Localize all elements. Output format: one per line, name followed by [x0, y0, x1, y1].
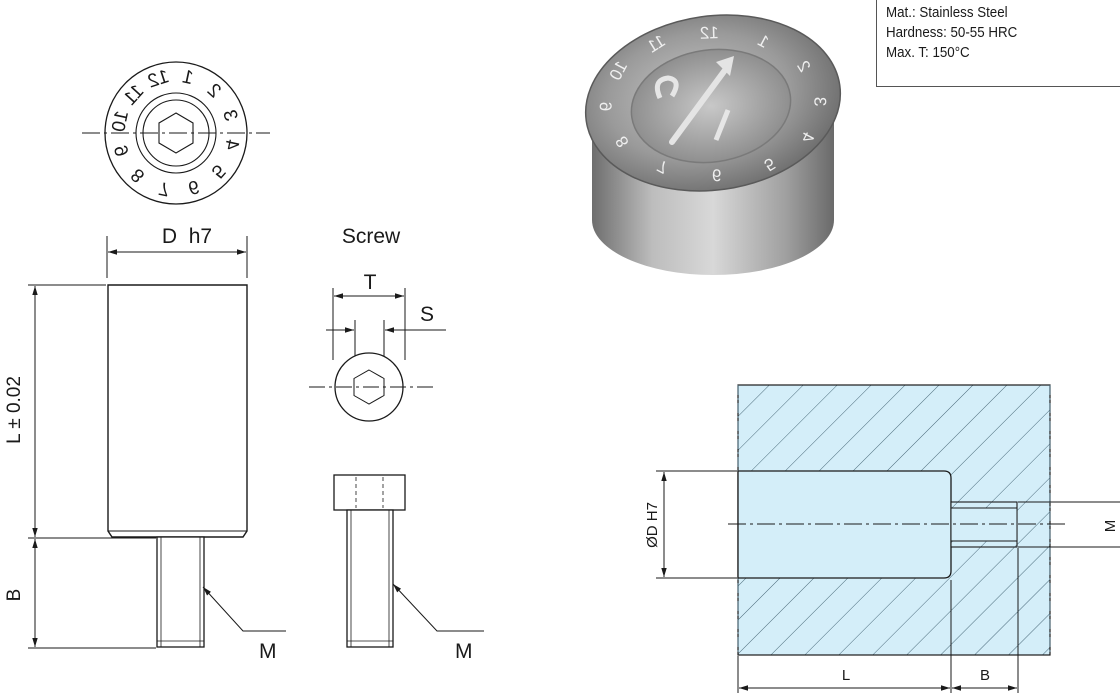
screw-thread-label: M	[455, 640, 473, 663]
pin-side-view: D h7 L ± 0.02 B M	[4, 225, 286, 663]
hardness-spec: Hardness: 50-55 HRC	[886, 25, 1018, 41]
dial-number: 5	[207, 160, 230, 182]
dial-number: 3	[218, 107, 241, 124]
photo-stamp-number: 6	[712, 165, 722, 184]
hex-socket-icon	[158, 112, 194, 154]
photo-stamp-number: 3	[810, 97, 829, 107]
dial-number: 7	[157, 177, 172, 200]
thread-label: M	[259, 640, 277, 663]
dial-number: 9	[111, 142, 134, 159]
bore-label: ØD H7	[644, 502, 661, 548]
length-label: L ± 0.02	[4, 376, 25, 444]
dial-number: 4	[220, 137, 243, 152]
dial-number: 1	[180, 66, 195, 89]
screw-title: Screw	[342, 225, 401, 248]
head-label: T	[364, 271, 377, 294]
mounting-section-view: ØD H7 M L B	[644, 384, 1120, 693]
diameter-label: D h7	[162, 225, 212, 248]
section-length-label: L	[842, 667, 850, 684]
screw-view: Screw T S M	[309, 225, 484, 663]
max-temp-spec: Max. T: 150°C	[886, 45, 970, 61]
screw-hex-socket-icon	[353, 369, 385, 405]
dial-number: 6	[185, 175, 202, 198]
thread-length-label: B	[4, 589, 25, 602]
spec-box: Mat.: Stainless Steel Hardness: 50-55 HR…	[876, 0, 1120, 87]
dial-number: 10	[108, 109, 133, 134]
socket-label: S	[420, 303, 434, 326]
material-spec: Mat.: Stainless Steel	[886, 5, 1008, 21]
photo-arrow-icon	[654, 56, 734, 145]
photo-stamp-number: 9	[596, 101, 615, 111]
photo-stamp-number: 12	[699, 23, 719, 43]
section-thread-label: M	[1102, 520, 1119, 533]
dial-number: 8	[127, 164, 149, 187]
section-thread-length-label: B	[980, 667, 990, 684]
dial-number: 2	[203, 80, 225, 103]
dial-number: 12	[145, 66, 172, 93]
